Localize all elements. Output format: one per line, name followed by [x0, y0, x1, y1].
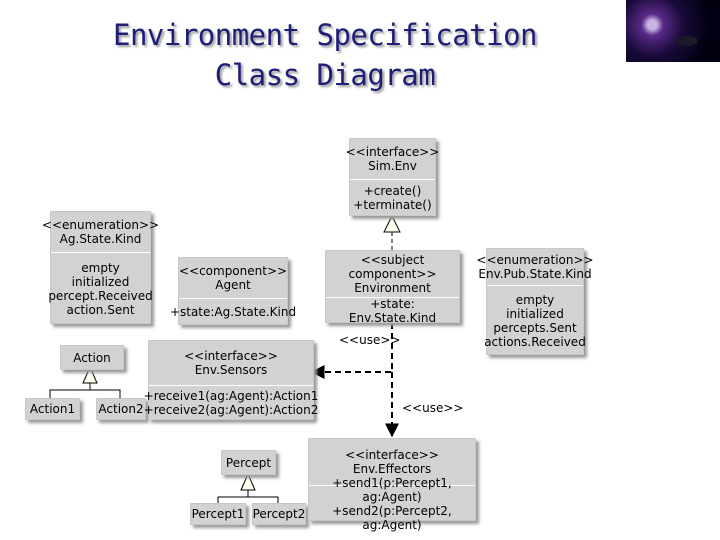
env-effectors-name: Env.Effectors: [352, 462, 432, 476]
percept1-name: Percept1: [191, 507, 245, 521]
ag-state-kind-value: percept.Received: [48, 288, 153, 303]
percept-name: Percept: [225, 455, 272, 470]
env-pub-state-kind-enumeration-box[interactable]: <<enumeration>> Env.Pub.State.Kind empty…: [476, 248, 594, 355]
ag-state-kind-stereotype: <<enumeration>>: [41, 218, 160, 232]
env-pub-state-kind-value: empty: [515, 292, 555, 307]
sim-env-name: Sim.Env: [368, 159, 417, 173]
env-pub-state-kind-stereotype: <<enumeration>>: [476, 253, 594, 267]
env-pub-state-kind-value: actions.Received: [484, 334, 586, 349]
agent-stereotype: <<component>>: [178, 264, 288, 278]
percept-class-box[interactable]: Percept: [221, 450, 276, 475]
realization-arrowhead-simenv: [383, 214, 401, 233]
action2-class-box[interactable]: Action2: [96, 398, 146, 420]
ag-state-kind-name: Ag.State.Kind: [59, 232, 142, 246]
use-dependency-line-sensors: [310, 323, 393, 379]
ag-state-kind-value: empty: [81, 260, 120, 275]
environment-component-box[interactable]: <<subject component>> Environment +state…: [325, 250, 460, 325]
generalization-arrowhead-percept: [240, 472, 256, 491]
percept2-class-box[interactable]: Percept2: [252, 503, 306, 525]
env-sensors-interface-box[interactable]: <<interface>> Env.Sensors +receive1(ag:A…: [144, 340, 318, 420]
action-class-box[interactable]: Action: [60, 345, 124, 370]
agent-attribute-state: +state:Ag.State.Kind: [169, 305, 297, 319]
ag-state-kind-value: action.Sent: [66, 302, 135, 317]
agent-name: Agent: [215, 278, 251, 292]
action-name: Action: [73, 350, 111, 365]
percept2-name: Percept2: [252, 507, 306, 521]
env-sensors-name: Env.Sensors: [194, 363, 268, 377]
sim-env-op-create: +create(): [363, 184, 422, 198]
title-line-1: Environment Specification: [113, 18, 538, 52]
environment-stereotype: <<subject component>>: [348, 253, 437, 281]
ag-state-kind-enumeration-box[interactable]: <<enumeration>> Ag.State.Kind empty init…: [42, 211, 159, 324]
title-line-2: Class Diagram: [214, 58, 436, 92]
env-effectors-op-send1: +send1(p:Percept1, ag:Agent): [332, 475, 452, 504]
env-pub-state-kind-name: Env.Pub.State.Kind: [478, 267, 592, 281]
action1-name: Action1: [29, 402, 76, 416]
environment-name: Environment: [354, 281, 431, 295]
env-effectors-stereotype: <<interface>>: [345, 448, 439, 462]
sim-env-interface-box[interactable]: <<interface>> Sim.Env +create() +termina…: [346, 138, 439, 216]
env-effectors-interface-box[interactable]: <<interface>> Env.Effectors +send1(p:Per…: [308, 438, 476, 532]
env-effectors-op-send2: +send2(p:Percept2, ag:Agent): [332, 503, 452, 532]
agent-component-box[interactable]: <<component>> Agent +state:Ag.State.Kind: [170, 257, 296, 325]
ag-state-kind-value: initialized: [71, 274, 130, 289]
sim-env-stereotype: <<interface>>: [345, 145, 440, 159]
env-sensors-op-receive1: +receive1(ag:Agent):Action1: [143, 389, 319, 403]
use-dependency-label: <<use>>: [402, 401, 464, 415]
night-scene-logo-icon: [626, 0, 720, 62]
sim-env-op-terminate: +terminate(): [353, 198, 432, 212]
env-pub-state-kind-value: percepts.Sent: [493, 320, 577, 335]
use-dependency-label: <<use>>: [339, 333, 401, 347]
environment-attribute-state: +state: Env.State.Kind: [348, 296, 437, 325]
action2-name: Action2: [98, 402, 144, 416]
percept1-class-box[interactable]: Percept1: [190, 503, 246, 525]
env-pub-state-kind-value: initialized: [506, 306, 564, 321]
env-sensors-stereotype: <<interface>>: [184, 349, 278, 363]
action1-class-box[interactable]: Action1: [25, 398, 80, 420]
generalization-line-action: [49, 389, 121, 400]
env-sensors-op-receive2: +receive2(ag:Agent):Action2: [143, 403, 319, 417]
